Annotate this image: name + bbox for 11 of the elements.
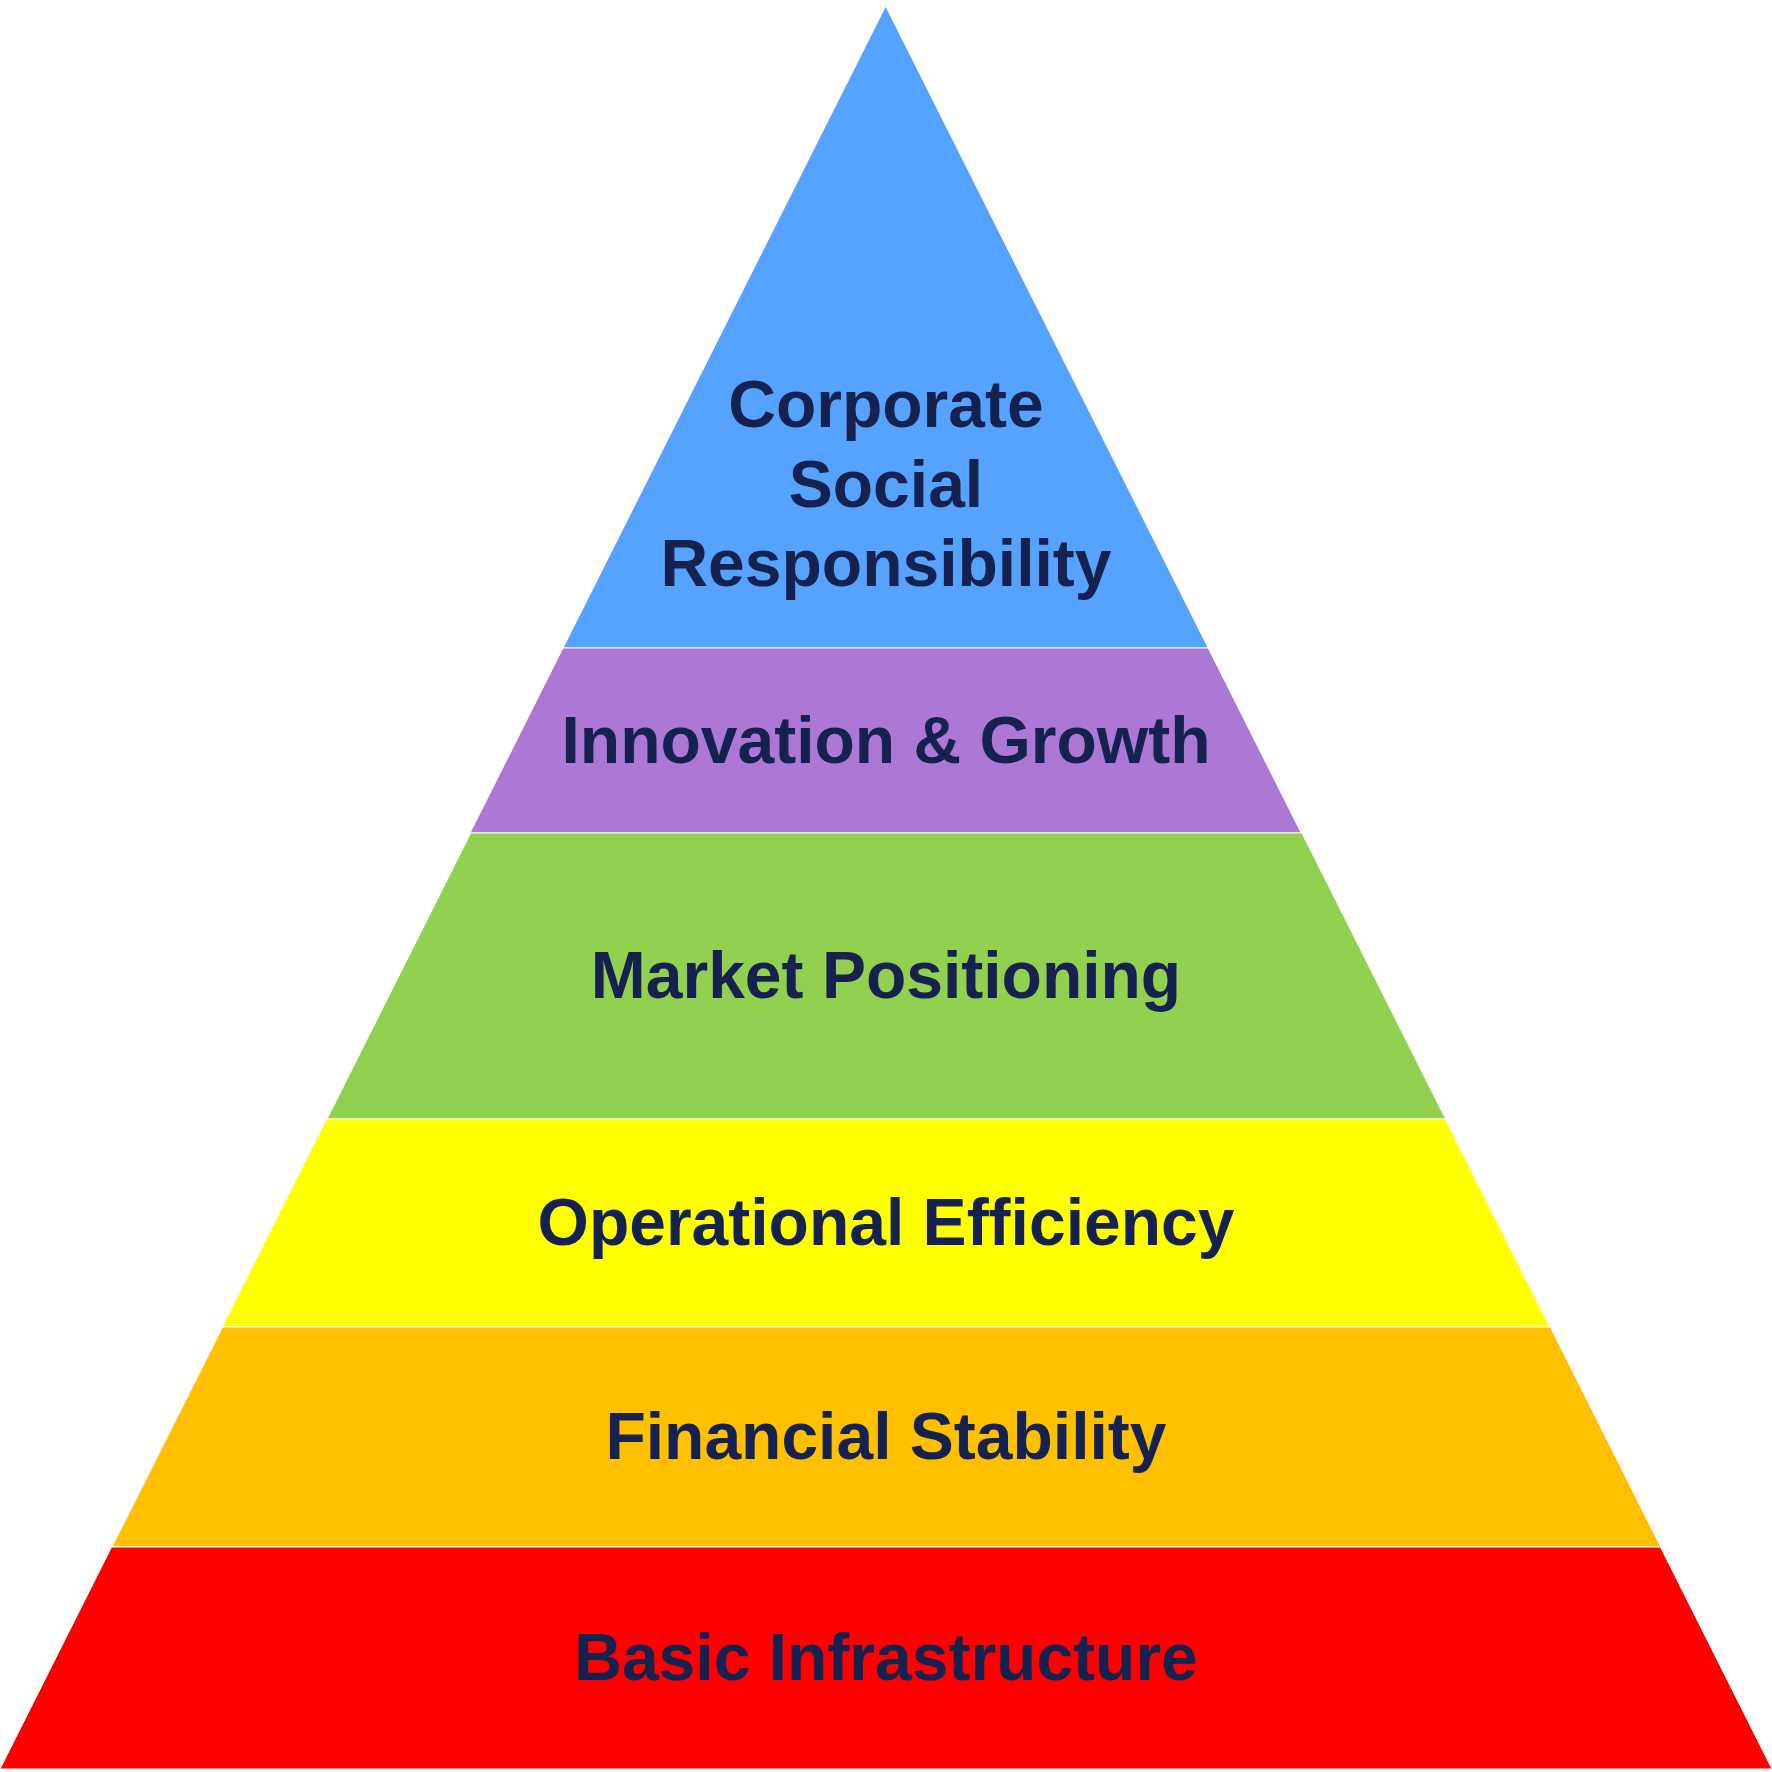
pyramid-tier (222, 1119, 1550, 1327)
tier-label: Market Positioning (590, 937, 1182, 1015)
tier-label: Operational Efficiency (537, 1184, 1235, 1262)
tier-label: Financial Stability (605, 1398, 1167, 1476)
pyramid-tier (563, 6, 1209, 648)
tier-label: Innovation & Growth (561, 701, 1211, 779)
tier-label: Basic Infrastructure (574, 1619, 1198, 1697)
tier-label: Corporate Social Responsibility (659, 366, 1113, 602)
pyramid-tier (326, 833, 1446, 1119)
pyramid-tier (111, 1327, 1661, 1547)
pyramid-tier (0, 1547, 1772, 1769)
